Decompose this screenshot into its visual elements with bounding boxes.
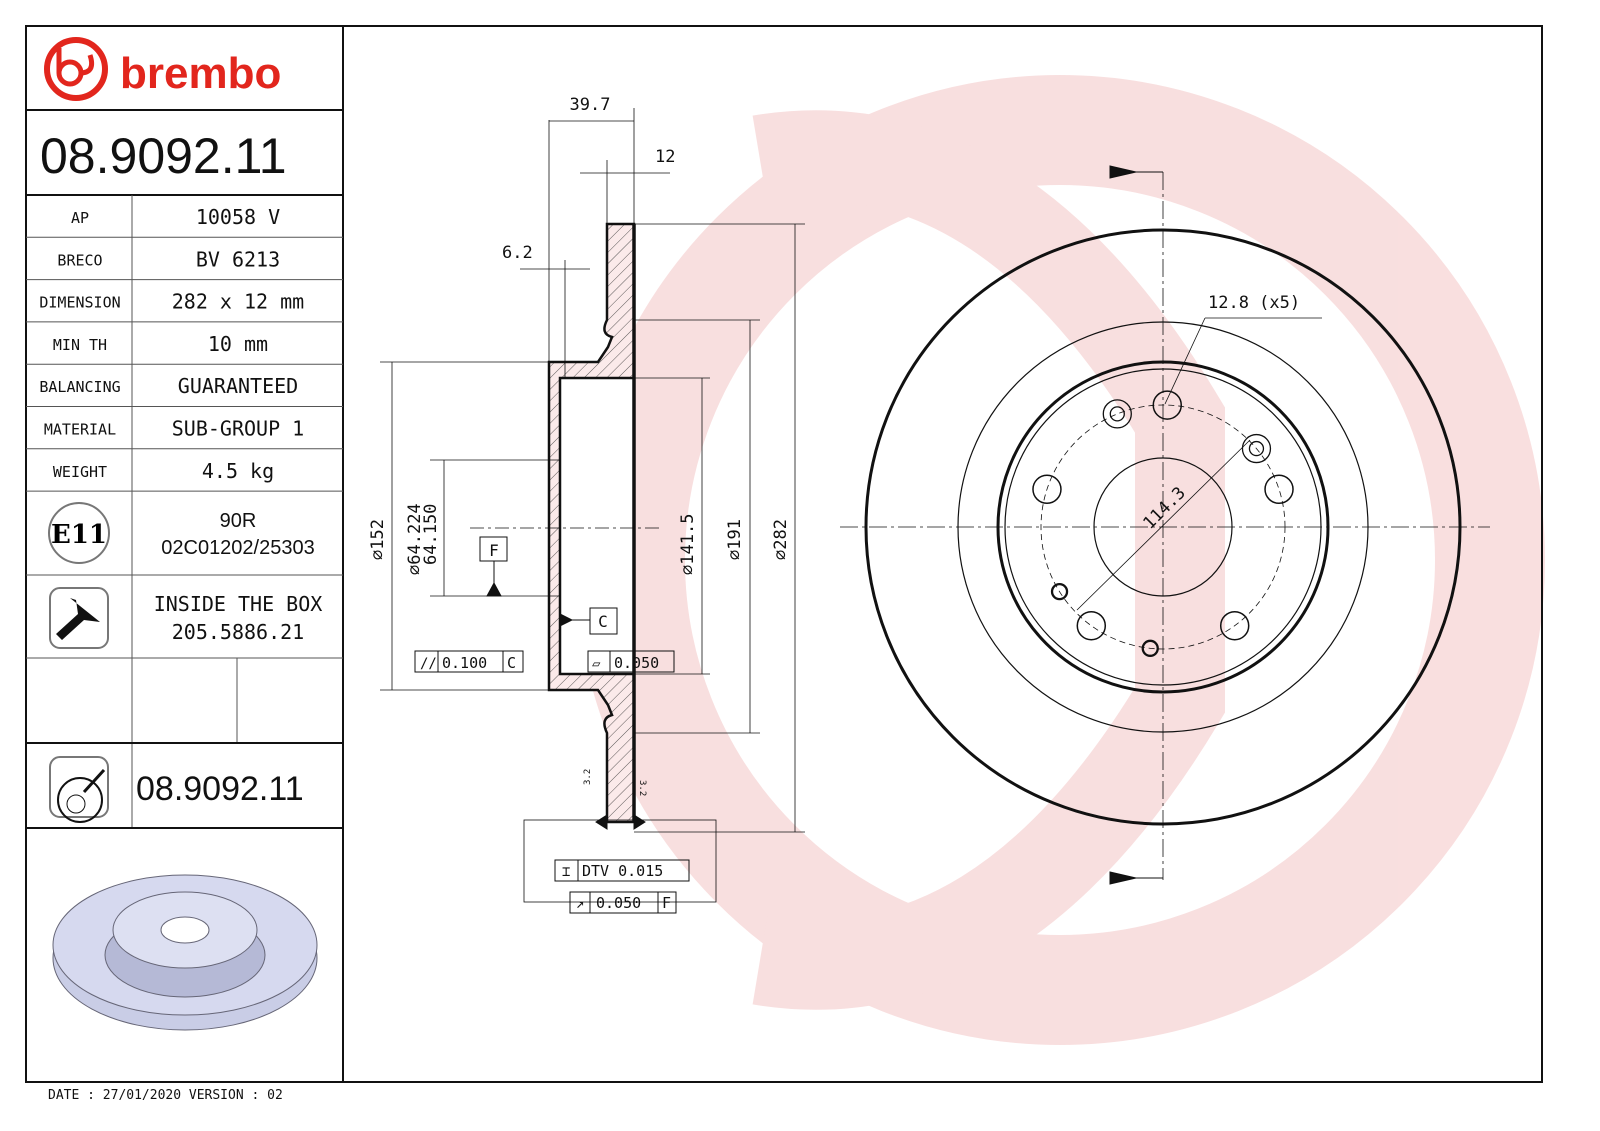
bolt-hole — [1219, 610, 1250, 641]
screw-hole — [1241, 433, 1272, 464]
svg-text:⌀141.5: ⌀141.5 — [678, 514, 698, 575]
svg-text:⌀191: ⌀191 — [725, 519, 745, 560]
svg-text:6.2: 6.2 — [502, 243, 533, 263]
bolt-hole — [1152, 390, 1183, 420]
bolt-hole-label: 12.8 (x5) — [1208, 293, 1300, 313]
brand-name: brembo — [120, 49, 281, 98]
svg-text:F: F — [489, 541, 499, 560]
bolt-hole — [1264, 474, 1294, 505]
e11-approval-icon: E11 — [48, 502, 110, 564]
svg-text:3.2: 3.2 — [637, 780, 647, 796]
svg-text:C: C — [507, 654, 516, 672]
screw-hole — [1102, 399, 1132, 429]
svg-text:3.2: 3.2 — [583, 769, 593, 785]
brembo-watermark — [575, 75, 1545, 1045]
screw-hole — [1142, 640, 1158, 656]
screw-hole — [1248, 440, 1265, 457]
spec-label: DIMENSION — [39, 294, 120, 312]
svg-text:0.100: 0.100 — [442, 654, 487, 672]
screw-line1: INSIDE THE BOX — [154, 592, 323, 616]
front-view — [840, 165, 1490, 885]
svg-text:⌀282: ⌀282 — [771, 519, 791, 560]
disc-3d-render — [52, 874, 318, 1031]
svg-text:64.150: 64.150 — [421, 504, 441, 565]
approval-line1: 90R — [220, 510, 257, 532]
svg-text:↗: ↗ — [576, 896, 584, 912]
spec-value: GUARANTEED — [178, 374, 298, 398]
spec-value: 4.5 kg — [202, 459, 274, 483]
svg-text:▱: ▱ — [592, 656, 601, 672]
bottom-part-number: 08.9092.11 — [136, 770, 304, 808]
svg-text:⌀64.224: ⌀64.224 — [405, 503, 425, 575]
svg-text:F: F — [662, 894, 671, 912]
svg-text:⌶: ⌶ — [562, 864, 570, 880]
screw-line2: 205.5886.21 — [172, 620, 304, 644]
spec-label: WEIGHT — [53, 463, 107, 481]
dimension-labels: 39.7 12 6.2 ⌀152 ⌀64.224 64.150 ⌀141.5 ⌀… — [368, 95, 791, 912]
spec-label: MIN TH — [53, 336, 107, 354]
svg-text:0.050: 0.050 — [614, 654, 659, 672]
spec-value: 10 mm — [208, 332, 268, 356]
svg-text:12: 12 — [655, 147, 675, 167]
date-version: DATE : 27/01/2020 VERSION : 02 — [48, 1088, 283, 1103]
svg-text://: // — [420, 656, 437, 672]
bolt-hole — [1032, 474, 1062, 505]
svg-text:E11: E11 — [51, 520, 107, 550]
spec-label: MATERIAL — [44, 421, 116, 439]
spec-label: AP — [71, 209, 89, 227]
svg-text:C: C — [598, 612, 608, 631]
svg-text:39.7: 39.7 — [570, 95, 611, 115]
approval-line2: 02C01202/25303 — [161, 537, 314, 559]
spec-value: BV 6213 — [196, 247, 280, 271]
bolt-hole — [1076, 610, 1107, 641]
spec-value: 282 x 12 mm — [172, 290, 304, 314]
brembo-logo: brembo — [44, 37, 281, 101]
spec-value: 10058 V — [196, 205, 280, 229]
spec-label: BALANCING — [39, 378, 120, 396]
disc-caliper-icon — [49, 756, 109, 823]
part-number: 08.9092.11 — [40, 128, 287, 184]
screw-hole — [1050, 583, 1069, 601]
screw-hole — [1109, 406, 1125, 422]
svg-text:0.050: 0.050 — [596, 894, 641, 912]
spec-label: BRECO — [57, 251, 102, 269]
svg-text:⌀152: ⌀152 — [368, 519, 388, 560]
spec-value: SUB-GROUP 1 — [172, 417, 304, 441]
screw-icon — [49, 587, 109, 649]
screw-hole — [1051, 584, 1068, 600]
screw-hole — [1141, 639, 1159, 657]
svg-text:DTV 0.015: DTV 0.015 — [582, 862, 663, 880]
cross-section-view — [380, 108, 805, 914]
